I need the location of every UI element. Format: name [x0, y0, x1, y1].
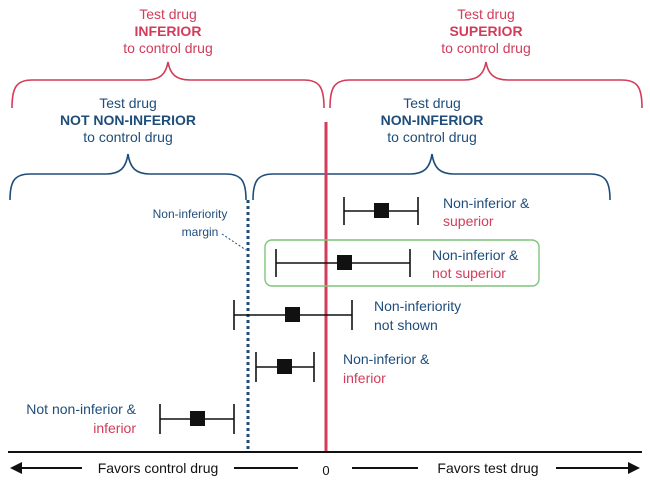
not-noninferior-label-line1: Test drug — [99, 95, 157, 111]
noninferior-label-line2: NON-INFERIOR — [381, 112, 484, 128]
not-noninferior-label-line2: NOT NON-INFERIOR — [60, 112, 196, 128]
ci-case-5 — [159, 404, 235, 434]
case-1-label-line1: Non-inferior & — [443, 195, 530, 211]
brace-noninferior — [252, 153, 611, 201]
case-2-label-line1: Non-inferior & — [432, 247, 519, 263]
case-4-label-line2: inferior — [343, 370, 386, 386]
point-estimate-2 — [337, 255, 352, 270]
ci-case-3 — [233, 300, 353, 330]
not-noninferior-label-line3: to control drug — [83, 129, 173, 145]
ci-case-4 — [255, 352, 315, 382]
margin-label-line1: Non-inferiority — [153, 207, 228, 221]
point-estimate-1 — [374, 203, 389, 218]
noninferior-label-line1: Test drug — [403, 95, 461, 111]
superior-label-line1: Test drug — [457, 6, 515, 22]
brace-inferior — [11, 61, 325, 109]
point-estimate-3 — [285, 307, 300, 322]
ci-case-1 — [343, 197, 419, 225]
case-3-label-line2: not shown — [374, 317, 438, 333]
case-2-label-line2: not superior — [432, 265, 506, 281]
margin-label-line2: margin — [182, 225, 219, 239]
superior-label-line3: to control drug — [441, 40, 531, 56]
favors-test-arrow — [556, 462, 640, 474]
zero-label: 0 — [322, 463, 329, 478]
brace-superior — [329, 61, 643, 109]
case-3-label-line1: Non-inferiority — [374, 298, 461, 314]
inferior-label-line3: to control drug — [123, 40, 213, 56]
favors-control-label: Favors control drug — [98, 460, 219, 476]
noninferior-label-line3: to control drug — [387, 129, 477, 145]
case-5-label-line1: Not non-inferior & — [26, 401, 136, 417]
point-estimate-4 — [277, 359, 292, 374]
case-1-label-line2: superior — [443, 213, 494, 229]
margin-label-pointer — [221, 233, 247, 251]
favors-test-label: Favors test drug — [437, 460, 538, 476]
case-5-label-line2: inferior — [93, 420, 136, 436]
favors-control-arrow — [10, 462, 82, 474]
highlight-box — [264, 239, 540, 287]
ci-case-2 — [275, 249, 411, 277]
case-4-label-line1: Non-inferior & — [343, 351, 430, 367]
brace-not-noninferior — [9, 153, 247, 201]
inferior-label-line1: Test drug — [139, 6, 197, 22]
inferior-label-line2: INFERIOR — [135, 23, 202, 39]
superior-label-line2: SUPERIOR — [449, 23, 522, 39]
point-estimate-5 — [190, 411, 205, 426]
